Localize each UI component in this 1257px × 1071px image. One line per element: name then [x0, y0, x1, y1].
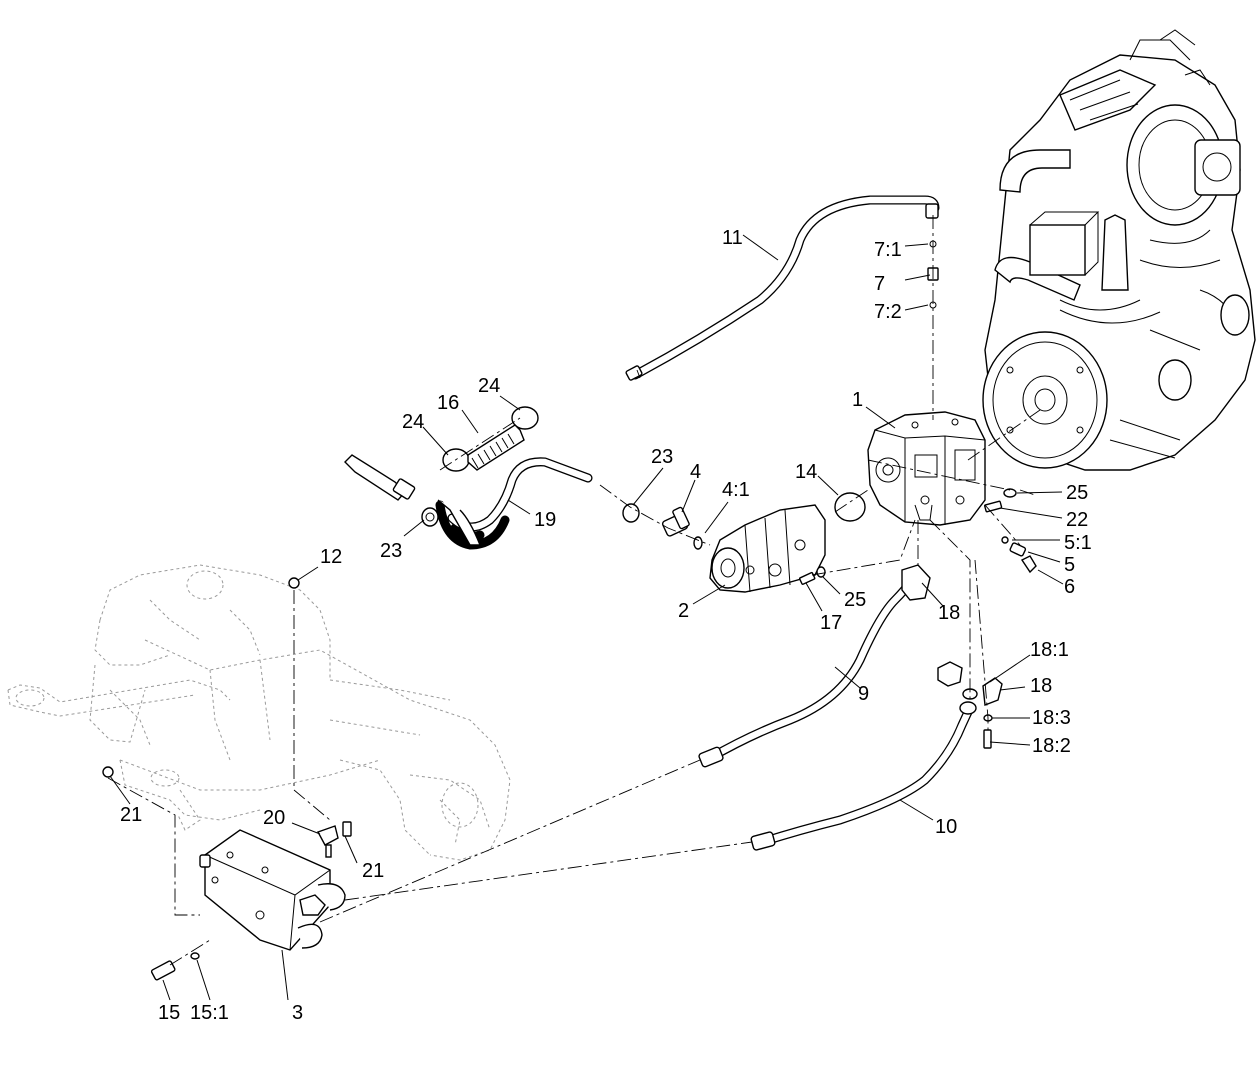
callout-5-1: 5:1 — [1064, 532, 1092, 554]
callout-18-1: 18:1 — [1030, 639, 1069, 661]
spring-16 — [442, 406, 539, 472]
callout-6: 6 — [1064, 576, 1075, 598]
nut-21-left — [102, 766, 114, 778]
callout-14: 14 — [795, 461, 817, 483]
hose-11 — [625, 195, 940, 381]
hose-9 — [698, 564, 931, 768]
callout-11: 11 — [722, 227, 743, 249]
filter-inlet-assembly — [344, 454, 439, 527]
callout-23-upper: 23 — [651, 446, 673, 468]
gear-pump-2 — [709, 504, 826, 593]
callout-20: 20 — [263, 807, 285, 829]
callout-2: 2 — [678, 600, 689, 622]
hose-19 — [435, 457, 593, 550]
callout-24-left: 24 — [402, 411, 424, 433]
callout-17: 17 — [820, 612, 842, 634]
callout-3: 3 — [292, 1002, 303, 1024]
callout-18-lower: 18 — [1030, 675, 1052, 697]
callout-4: 4 — [690, 461, 701, 483]
callout-4-1: 4:1 — [722, 479, 750, 501]
callout-23-lower: 23 — [380, 540, 402, 562]
leader-lines — [109, 234, 1064, 1001]
callout-18-3: 18:3 — [1032, 707, 1071, 729]
callout-5: 5 — [1064, 554, 1075, 576]
callout-16: 16 — [437, 392, 459, 414]
valve-block-3 — [199, 821, 352, 951]
callout-7-1: 7:1 — [874, 239, 902, 261]
callout-25-upper: 25 — [1066, 482, 1088, 504]
o-ring-14 — [834, 492, 866, 522]
callout-18-2: 18:2 — [1032, 735, 1071, 757]
clamp-23-upper — [622, 503, 640, 523]
callout-10: 10 — [935, 816, 957, 838]
callout-15-1: 15:1 — [190, 1002, 229, 1024]
bolts-and-washers — [799, 488, 1037, 585]
callout-12: 12 — [320, 546, 342, 568]
callout-7-2: 7:2 — [874, 301, 902, 323]
pump-1 — [867, 411, 986, 526]
callout-21-right: 21 — [362, 860, 384, 882]
callout-15: 15 — [158, 1002, 180, 1024]
callout-labels: 1 2 3 4 4:1 5 5:1 6 7 7:1 7:2 9 10 11 12… — [120, 227, 1092, 1024]
callout-1: 1 — [852, 389, 863, 411]
hose-10 — [750, 701, 977, 851]
callout-22: 22 — [1066, 509, 1088, 531]
engine-assembly — [982, 29, 1256, 471]
callout-24-right: 24 — [478, 375, 500, 397]
chassis-frame — [7, 564, 511, 861]
fitting-15 — [150, 952, 200, 981]
callout-21-left: 21 — [120, 804, 142, 826]
callout-7: 7 — [874, 273, 885, 295]
callout-9: 9 — [858, 683, 869, 705]
fitting-4 — [661, 506, 703, 550]
callout-18-upper: 18 — [938, 602, 960, 624]
callout-19: 19 — [534, 509, 556, 531]
centerlines — [107, 215, 1041, 966]
nut-12 — [288, 577, 300, 589]
callout-25-lower: 25 — [844, 589, 866, 611]
